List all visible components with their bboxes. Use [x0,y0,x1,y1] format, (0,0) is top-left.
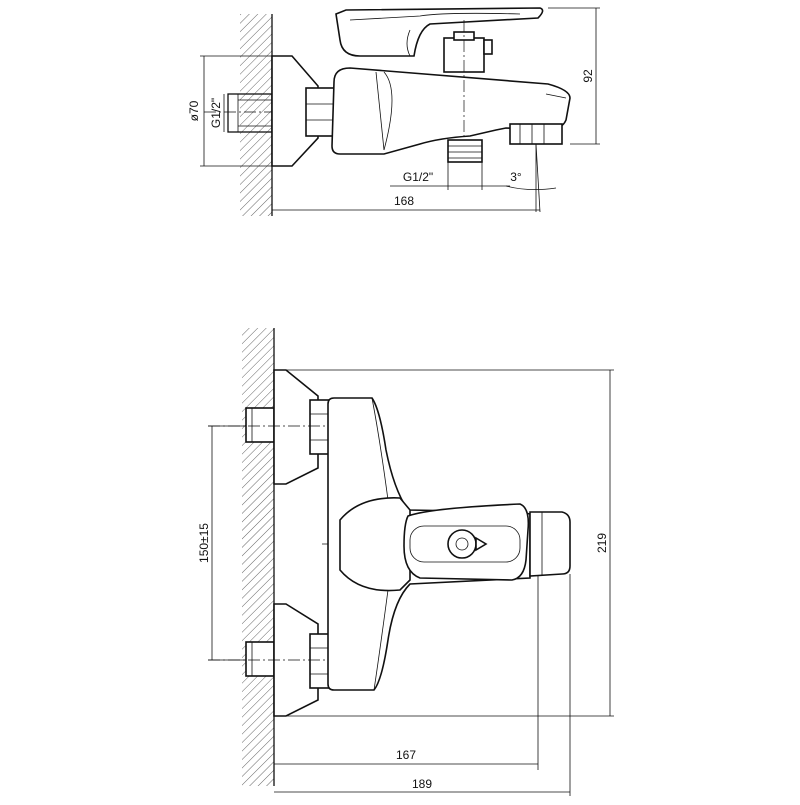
front-view: 150±15 219 167 189 [197,328,614,796]
lever-handle-side [335,7,544,57]
diverter-knob-front [447,529,488,559]
dim-length-side-label: 168 [394,194,414,208]
hex-nut-side [305,87,335,137]
dim-flange-diameter-label: ø70 [187,100,201,121]
spout-front [529,511,571,577]
inlet-pipe-lower [245,641,275,677]
dim-inlet-spacing-label: 150±15 [197,523,211,563]
dim-total-length-label: 189 [412,777,432,791]
side-view: 92 ø70 G1/2" G1/2" 3° [187,7,600,216]
dim-length-side: 168 [272,194,540,211]
dim-outlet-thread: G1/2" [390,162,510,190]
dim-height-side-label: 92 [581,69,595,83]
dim-inlet-spacing: 150±15 [197,425,246,661]
shower-outlet-side [447,139,483,163]
inlet-pipe-upper [245,407,275,443]
dim-height-front: 219 [286,369,614,717]
dim-total-length: 189 [274,574,571,796]
dim-height-front-label: 219 [595,533,609,553]
dim-inlet-thread: G1/2" [209,94,225,132]
dim-outlet-thread-label: G1/2" [403,170,433,184]
dim-height-side: 92 [548,7,600,145]
spout-outlet-side [509,123,563,145]
dim-spout-reach-label: 167 [396,748,416,762]
inlet-pipe-side [227,93,273,133]
dim-spout-angle-label: 3° [510,170,522,184]
wall-front [242,328,275,786]
dim-inlet-thread-label: G1/2" [209,98,223,128]
diverter-knob-side [443,20,493,160]
wall-side [240,14,273,216]
dim-spout-reach: 167 [274,576,539,770]
dim-flange-diameter: ø70 [187,55,272,167]
dim-spout-angle: 3° [505,143,557,213]
